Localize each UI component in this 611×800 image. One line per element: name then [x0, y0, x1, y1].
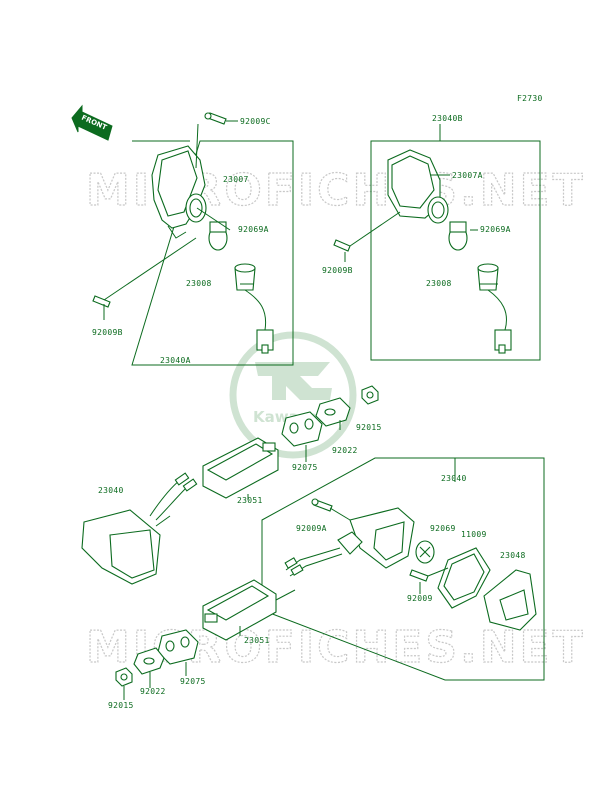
label-23051-upper: 23051 — [237, 496, 263, 505]
label-92009b-right: 92009B — [322, 266, 353, 275]
assembly-23040b — [333, 124, 541, 361]
label-23007a: 23007A — [452, 171, 483, 180]
label-23040-left: 23040 — [98, 486, 124, 495]
label-23040-right: 23040 — [441, 474, 467, 483]
label-23048: 23048 — [500, 551, 526, 560]
label-92069a-right: 92069A — [480, 225, 511, 234]
label-23040b: 23040B — [432, 114, 463, 123]
label-23008-left: 23008 — [186, 279, 212, 288]
label-92009b-left: 92009B — [92, 328, 123, 337]
label-92009c: 92009C — [240, 117, 271, 126]
label-92075-upper: 92075 — [292, 463, 318, 472]
label-92015-lower: 92015 — [108, 701, 134, 710]
label-23008-right: 23008 — [426, 279, 452, 288]
front-arrow-icon: FRONT — [71, 104, 113, 141]
label-23040a: 23040A — [160, 356, 191, 365]
label-92022-lower: 92022 — [140, 687, 166, 696]
part-labels: 92009C 23007 92069A 23008 92009B 23040A … — [92, 114, 526, 710]
label-92009: 92009 — [407, 594, 433, 603]
label-92022-upper: 92022 — [332, 446, 358, 455]
middle-parts — [202, 385, 379, 500]
turn-signal-left — [81, 472, 198, 585]
label-92009a: 92009A — [296, 524, 327, 533]
label-92015-upper: 92015 — [356, 423, 382, 432]
assembly-23040-right — [202, 457, 545, 681]
label-11009: 11009 — [461, 530, 487, 539]
label-23007: 23007 — [223, 175, 249, 184]
figure-code: F2730 — [517, 94, 543, 103]
assembly-23040a — [92, 112, 294, 366]
label-92069: 92069 — [430, 524, 456, 533]
label-92075-lower: 92075 — [180, 677, 206, 686]
label-92069a-left: 92069A — [238, 225, 269, 234]
lower-washers — [115, 629, 199, 700]
label-23051-lower: 23051 — [244, 636, 270, 645]
